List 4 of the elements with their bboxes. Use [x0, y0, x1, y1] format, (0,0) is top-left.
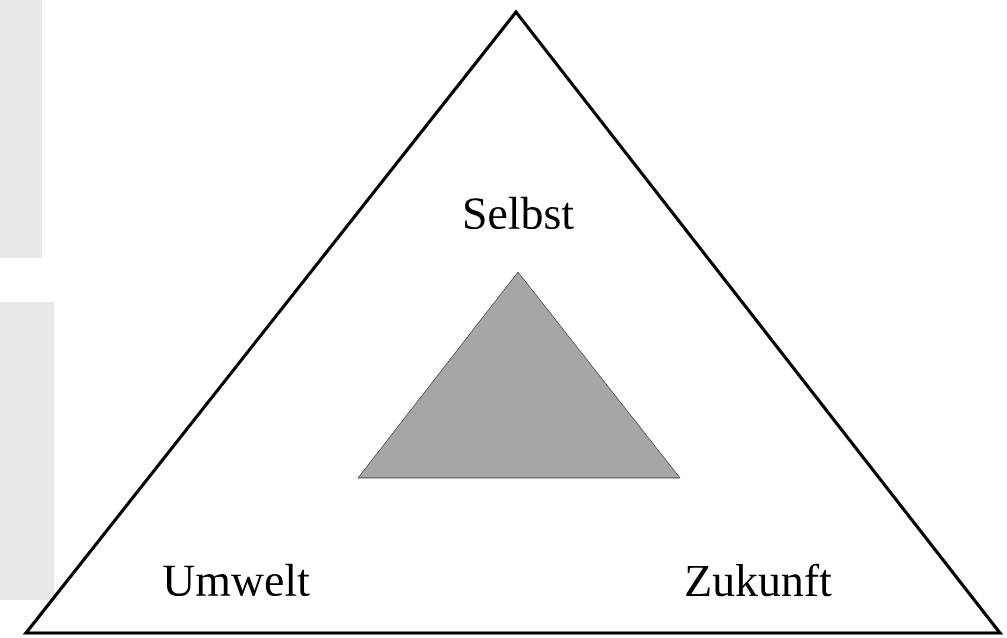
- corner-label: Selbst: [465, 196, 574, 230]
- corner-label: Umwelt: [163, 563, 310, 597]
- corner-label: Zukunft: [686, 563, 832, 597]
- inner-triangle: [357, 271, 681, 479]
